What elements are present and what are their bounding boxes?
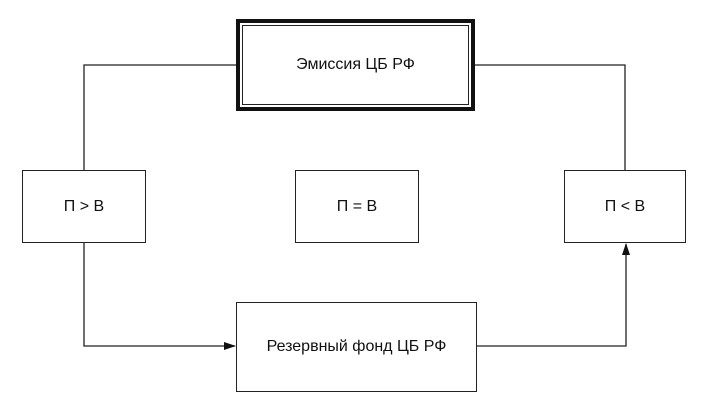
arrow-to-reserve: [83, 243, 236, 350]
p-gt-v-box: П > В: [22, 170, 146, 243]
emission-box: Эмиссия ЦБ РФ: [236, 19, 475, 111]
line-left-top: [83, 64, 236, 170]
p-gt-v-label: П > В: [63, 197, 105, 215]
p-eq-v-label: П = В: [336, 197, 378, 215]
p-lt-v-label: П < В: [604, 197, 646, 215]
arrow-to-p-lt-v: [477, 243, 630, 347]
reserve-label: Резервный фонд ЦБ РФ: [266, 338, 447, 355]
reserve-box: Резервный фонд ЦБ РФ: [236, 302, 477, 392]
line-right-top: [475, 64, 626, 170]
p-lt-v-box: П < В: [564, 170, 686, 243]
p-eq-v-box: П = В: [295, 170, 419, 243]
emission-label: Эмиссия ЦБ РФ: [296, 56, 415, 73]
